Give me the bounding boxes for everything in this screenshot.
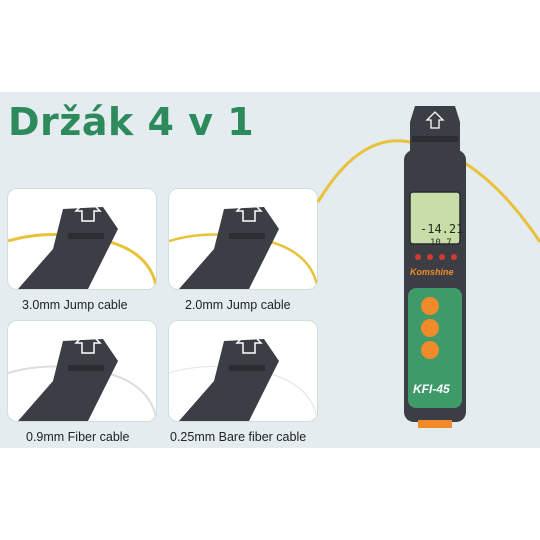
caption-2mm: 2.0mm Jump cable (185, 298, 291, 312)
device-brand: Komshine (410, 267, 454, 277)
device-model: KFI-45 (413, 382, 450, 396)
clamp-illustration (8, 197, 156, 289)
holder-card-0-9mm (7, 320, 157, 422)
clamp-illustration (169, 197, 317, 289)
caption-0-25mm: 0.25mm Bare fiber cable (170, 430, 307, 444)
fiber-identifier-device (316, 106, 540, 428)
holder-card-2mm (168, 188, 318, 290)
holder-card-0-25mm (168, 320, 318, 422)
screen-reading-main: -14.21 (420, 222, 464, 236)
headline: Držák 4 v 1 (8, 100, 255, 144)
clamp-illustration (169, 329, 317, 421)
caption-3mm: 3.0mm Jump cable (22, 298, 128, 312)
holder-card-3mm (7, 188, 157, 290)
clamp-illustration (8, 329, 156, 421)
caption-0-9mm: 0.9mm Fiber cable (26, 430, 130, 444)
screen-reading-sub: 10.7 (430, 238, 452, 248)
